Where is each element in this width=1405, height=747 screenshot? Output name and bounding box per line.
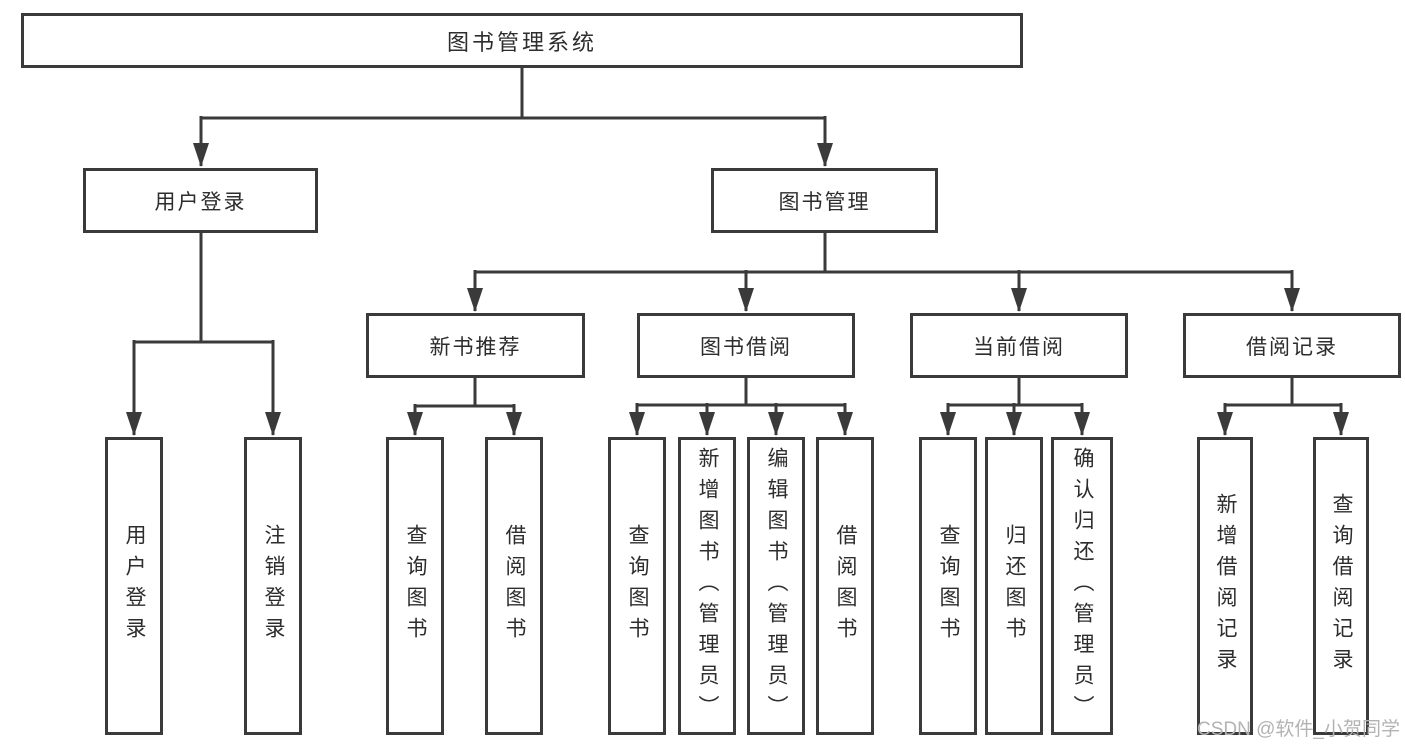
- connector-login-children: [126, 231, 281, 436]
- connector-current-children: [940, 376, 1090, 436]
- node-borrowing-records: 借阅记录: [1183, 313, 1401, 378]
- leaf-add-borrow-record: 新增借阅记录: [1197, 437, 1253, 735]
- node-book-management: 图书管理: [711, 168, 938, 233]
- node-current-borrowing: 当前借阅: [910, 313, 1128, 378]
- connector-records-children: [1217, 376, 1349, 436]
- connector-recommend-children: [407, 376, 522, 436]
- leaf-query-books-borrow: 查询图书: [608, 437, 666, 735]
- connector-bookmgmt-children: [467, 231, 1300, 312]
- node-user-login: 用户登录: [83, 168, 318, 233]
- leaf-query-books-recommend: 查询图书: [386, 437, 444, 735]
- csdn-watermark: CSDN @软件_小贺同学: [1197, 719, 1400, 740]
- leaf-add-books-admin: 新增图书（管理员）: [678, 437, 736, 735]
- leaf-logout: 注销登录: [244, 437, 302, 735]
- leaf-return-books: 归还图书: [985, 437, 1043, 735]
- leaf-query-books-current: 查询图书: [919, 437, 977, 735]
- connector-borrowmod-children: [629, 376, 853, 436]
- node-book-borrowing: 图书借阅: [637, 313, 855, 378]
- node-new-book-recommendation: 新书推荐: [366, 313, 585, 378]
- connector-root-to-level2: [193, 66, 833, 167]
- node-library-management-system: 图书管理系统: [21, 13, 1023, 68]
- leaf-edit-books-admin: 编辑图书（管理员）: [747, 437, 805, 735]
- leaf-borrow-books-recommend: 借阅图书: [485, 437, 543, 735]
- leaf-confirm-return-admin: 确认归还（管理员）: [1051, 437, 1113, 735]
- leaf-query-borrow-record: 查询借阅记录: [1313, 437, 1369, 735]
- leaf-borrow-books: 借阅图书: [816, 437, 874, 735]
- leaf-user-login: 用户登录: [105, 437, 163, 735]
